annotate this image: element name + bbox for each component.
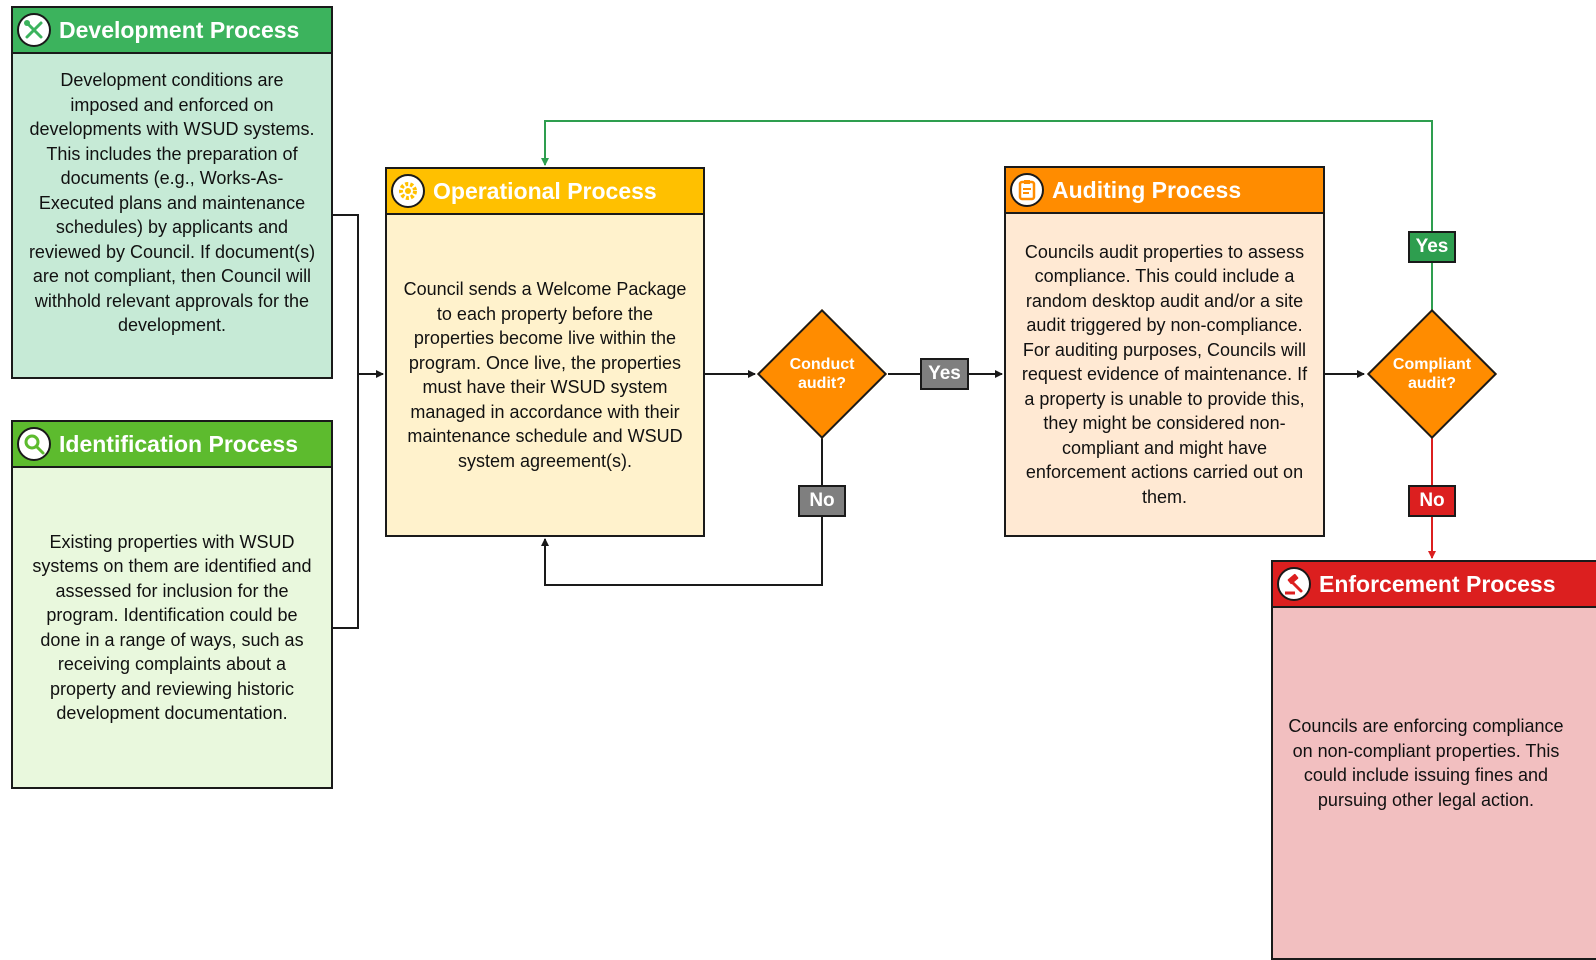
identification-process-header: Identification Process [13,422,331,468]
arrow-no-loop-to-ops [541,516,823,586]
development-process-text: Development conditions are imposed and e… [28,70,316,335]
auditing-process-text: Councils audit properties to assess comp… [1021,241,1308,507]
enforcement-process-header: Enforcement Process [1273,562,1596,608]
identification-process-box: Identification Process Existing properti… [11,420,333,789]
enforcement-process-title: Enforcement Process [1319,570,1556,597]
compliant-yes-label: Yes [1408,231,1456,263]
conduct-no-label: No [798,485,846,517]
bracket-dev-ident [333,214,359,629]
identification-process-text: Existing properties with WSUD systems on… [32,531,312,724]
arrow-yes-loop-to-ops [541,120,1433,231]
conduct-audit-decision: Conduct audit? [756,312,888,436]
operational-process-header: Operational Process [387,169,703,215]
development-process-header: Development Process [13,8,331,54]
gavel-icon [1277,567,1311,601]
development-process-title: Development Process [59,16,300,43]
auditing-process-header: Auditing Process [1006,168,1323,214]
compliant-audit-label: Compliant audit? [1392,356,1472,392]
conduct-yes-label: Yes [920,358,969,390]
magnifier-icon [17,427,51,461]
identification-process-title: Identification Process [59,430,299,457]
connector-lines [333,120,1436,629]
conduct-audit-label: Conduct audit? [789,356,855,392]
enforcement-process-box: Enforcement Process Councils are enforci… [1271,560,1596,960]
operational-process-text: Council sends a Welcome Package to each … [403,279,687,471]
clipboard-icon [1010,173,1044,207]
operational-process-box: Operational Process Council sends a Welc… [385,167,705,537]
auditing-process-box: Auditing Process Councils audit properti… [1004,166,1325,537]
auditing-process-title: Auditing Process [1052,176,1242,203]
enforcement-process-text: Councils are enforcing compliance on non… [1288,716,1564,810]
compliant-no-label: No [1408,485,1456,517]
tools-icon [17,13,51,47]
gear-icon [391,174,425,208]
compliant-audit-decision: Compliant audit? [1365,312,1499,436]
operational-process-title: Operational Process [433,177,657,204]
development-process-box: Development Process Development conditio… [11,6,333,379]
